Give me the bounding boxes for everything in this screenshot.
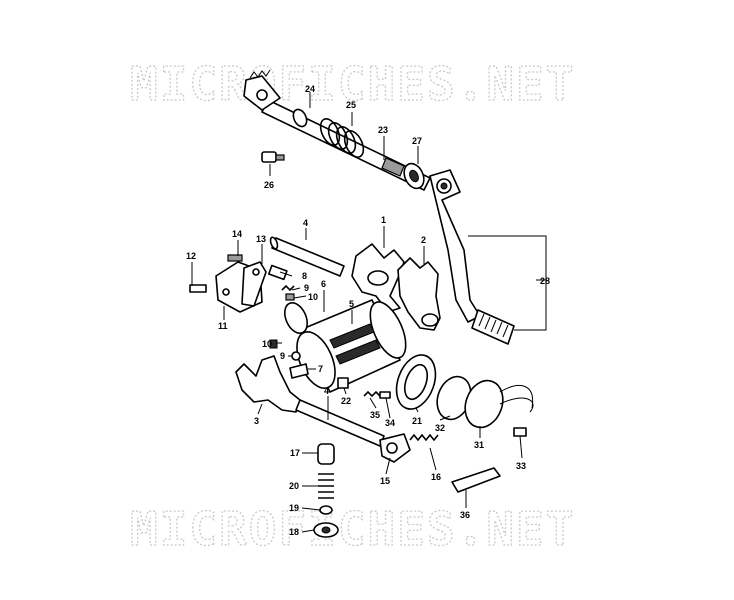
callout-16: 16 [431, 472, 441, 482]
gearshift-lever [429, 169, 547, 345]
callout-26: 26 [264, 180, 274, 190]
pin-34 [379, 391, 391, 399]
callout-31: 31 [474, 440, 484, 450]
callout-12: 12 [186, 251, 196, 261]
callout-9-lower: 9 [280, 351, 285, 361]
callout-35: 35 [370, 410, 380, 420]
callout-6: 6 [321, 279, 326, 289]
callout-10-upper: 10 [308, 292, 318, 302]
spring-35 [363, 390, 381, 398]
right-side-assembly [395, 354, 534, 437]
pin-22 [337, 377, 349, 389]
callout-8: 8 [302, 271, 307, 281]
callout-22: 22 [341, 396, 351, 406]
callout-4-lower: 4 [324, 386, 329, 396]
callout-2: 2 [421, 235, 426, 245]
watermark-bottom: MICROFICHES.NET [130, 502, 575, 556]
callout-18: 18 [289, 527, 299, 537]
gearshift-cam [283, 299, 407, 393]
stopper-7 [289, 363, 309, 379]
callout-24: 24 [305, 84, 315, 94]
callout-7: 7 [318, 364, 323, 374]
leader-lines [191, 92, 523, 533]
washer-9-lower [291, 351, 301, 361]
pin-10-upper [285, 293, 295, 301]
callout-28: 28 [540, 276, 550, 286]
spring-9-upper [281, 284, 295, 292]
shift-fork-shaft-lower [295, 399, 385, 447]
callout-4-upper: 4 [303, 218, 308, 228]
callout-27: 27 [412, 136, 422, 146]
callout-33: 33 [516, 461, 526, 471]
callout-25: 25 [346, 100, 356, 110]
callout-3: 3 [254, 416, 259, 426]
callout-15: 15 [380, 476, 390, 486]
callout-36: 36 [460, 510, 470, 520]
shift-fork-1 [351, 243, 405, 313]
pawl-lifter [379, 433, 439, 463]
shift-fork-3 [235, 355, 301, 413]
callout-1: 1 [381, 215, 386, 225]
shift-fork-2 [397, 257, 441, 331]
callout-34: 34 [385, 418, 395, 428]
stopper-arm [241, 261, 267, 307]
watermark-top: MICROFICHES.NET [130, 57, 575, 111]
callout-13: 13 [256, 234, 266, 244]
callout-17: 17 [290, 448, 300, 458]
return-spring [319, 118, 365, 158]
callout-23: 23 [378, 125, 388, 135]
callout-11: 11 [218, 321, 228, 331]
cam-guide-8 [267, 264, 288, 281]
plate-36 [451, 467, 501, 493]
bolt-33 [513, 427, 527, 437]
gearshift-shaft-assembly [243, 69, 431, 191]
pin-10-lower [269, 339, 278, 349]
callout-9-upper: 9 [304, 283, 309, 293]
callout-20: 20 [289, 481, 299, 491]
callout-32: 32 [435, 423, 445, 433]
callout-21: 21 [412, 416, 422, 426]
callout-14: 14 [232, 229, 242, 239]
callout-labels: 24 25 23 27 26 4 1 2 14 13 12 8 9 10 6 5… [186, 84, 550, 537]
callout-10-lower: 10 [262, 339, 272, 349]
shift-fork-shaft-upper [269, 236, 345, 277]
callout-5: 5 [349, 299, 354, 309]
callout-19: 19 [289, 503, 299, 513]
